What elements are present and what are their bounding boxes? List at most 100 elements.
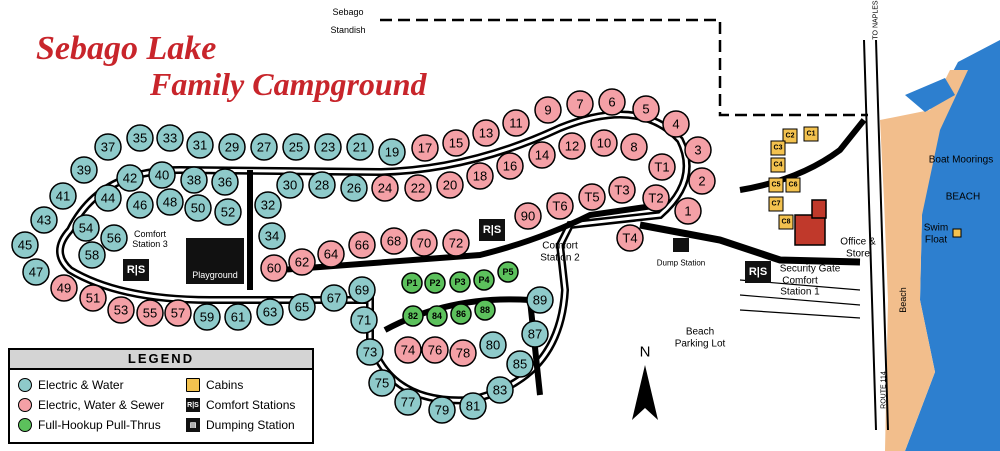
campsite-17[interactable]: 17 [411,134,439,162]
campsite-80[interactable]: 80 [479,331,507,359]
campsite-42[interactable]: 42 [116,164,144,192]
campsite-83[interactable]: 83 [486,376,514,404]
campsite-74[interactable]: 74 [394,336,422,364]
comfort-station-1-icon[interactable]: R|S [745,261,771,283]
campsite-53[interactable]: 53 [107,296,135,324]
campsite-82[interactable]: 82 [402,305,424,327]
campsite-55[interactable]: 55 [136,299,164,327]
campsite-30[interactable]: 30 [276,171,304,199]
campsite-39[interactable]: 39 [70,156,98,184]
campsite-65[interactable]: 65 [288,293,316,321]
campsite-64[interactable]: 64 [317,240,345,268]
campsite-77[interactable]: 77 [394,388,422,416]
campsite-73[interactable]: 73 [356,338,384,366]
campsite-15[interactable]: 15 [442,129,470,157]
campsite-63[interactable]: 63 [256,298,284,326]
campsite-72[interactable]: 72 [442,229,470,257]
campsite-86[interactable]: 86 [450,303,472,325]
campsite-T6[interactable]: T6 [546,192,574,220]
campsite-28[interactable]: 28 [308,171,336,199]
campsite-P3[interactable]: P3 [449,271,471,293]
campsite-54[interactable]: 54 [72,214,100,242]
campsite-24[interactable]: 24 [371,174,399,202]
campsite-44[interactable]: 44 [94,184,122,212]
campsite-46[interactable]: 46 [126,191,154,219]
campsite-10[interactable]: 10 [590,129,618,157]
campsite-T4[interactable]: T4 [616,224,644,252]
campsite-62[interactable]: 62 [288,248,316,276]
campsite-20[interactable]: 20 [436,171,464,199]
campsite-26[interactable]: 26 [340,174,368,202]
campsite-59[interactable]: 59 [193,303,221,331]
campsite-40[interactable]: 40 [148,161,176,189]
campsite-70[interactable]: 70 [410,229,438,257]
campsite-P2[interactable]: P2 [424,272,446,294]
campsite-T3[interactable]: T3 [608,176,636,204]
campsite-85[interactable]: 85 [506,350,534,378]
campsite-88[interactable]: 88 [474,299,496,321]
campsite-3[interactable]: 3 [684,136,712,164]
campsite-19[interactable]: 19 [378,138,406,166]
campsite-T2[interactable]: T2 [642,184,670,212]
campsite-23[interactable]: 23 [314,133,342,161]
campsite-66[interactable]: 66 [348,231,376,259]
campsite-45[interactable]: 45 [11,231,39,259]
campsite-12[interactable]: 12 [558,132,586,160]
campsite-87[interactable]: 87 [521,320,549,348]
campsite-84[interactable]: 84 [426,305,448,327]
campsite-43[interactable]: 43 [30,206,58,234]
campsite-T5[interactable]: T5 [578,183,606,211]
campsite-49[interactable]: 49 [50,274,78,302]
campsite-50[interactable]: 50 [184,194,212,222]
campsite-P1[interactable]: P1 [401,272,423,294]
campsite-31[interactable]: 31 [186,131,214,159]
campsite-34[interactable]: 34 [258,222,286,250]
campsite-33[interactable]: 33 [156,124,184,152]
campsite-35[interactable]: 35 [126,124,154,152]
campsite-69[interactable]: 69 [348,276,376,304]
campsite-P5[interactable]: P5 [497,261,519,283]
campsite-6[interactable]: 6 [598,88,626,116]
dump-station-icon[interactable] [673,238,689,252]
campsite-58[interactable]: 58 [78,241,106,269]
cabin-C7[interactable]: C7 [768,196,784,212]
campsite-18[interactable]: 18 [466,162,494,190]
campsite-47[interactable]: 47 [22,258,50,286]
campsite-32[interactable]: 32 [254,191,282,219]
campsite-81[interactable]: 81 [459,392,487,420]
campsite-38[interactable]: 38 [180,166,208,194]
campsite-90[interactable]: 90 [514,202,542,230]
campsite-14[interactable]: 14 [528,141,556,169]
campsite-22[interactable]: 22 [404,174,432,202]
campsite-16[interactable]: 16 [496,152,524,180]
campsite-41[interactable]: 41 [49,182,77,210]
campsite-11[interactable]: 11 [502,109,530,137]
campsite-78[interactable]: 78 [449,339,477,367]
cabin-C5[interactable]: C5 [768,177,784,193]
playground-icon[interactable]: Playground [186,238,244,284]
cabin-C4[interactable]: C4 [770,157,786,173]
campsite-89[interactable]: 89 [526,286,554,314]
campsite-56[interactable]: 56 [100,224,128,252]
campsite-57[interactable]: 57 [164,299,192,327]
campsite-7[interactable]: 7 [566,90,594,118]
campsite-29[interactable]: 29 [218,133,246,161]
campsite-25[interactable]: 25 [282,133,310,161]
campsite-60[interactable]: 60 [260,254,288,282]
campsite-67[interactable]: 67 [320,284,348,312]
cabin-C6[interactable]: C6 [785,177,801,193]
comfort-station-3-icon[interactable]: R|S [123,259,149,281]
cabin-C2[interactable]: C2 [782,128,798,144]
campsite-8[interactable]: 8 [620,133,648,161]
comfort-station-2-icon[interactable]: R|S [479,219,505,241]
campsite-68[interactable]: 68 [380,227,408,255]
campsite-36[interactable]: 36 [211,168,239,196]
campsite-T1[interactable]: T1 [648,153,676,181]
campsite-71[interactable]: 71 [350,306,378,334]
campsite-76[interactable]: 76 [421,336,449,364]
campsite-27[interactable]: 27 [250,133,278,161]
campsite-61[interactable]: 61 [224,303,252,331]
campsite-48[interactable]: 48 [156,188,184,216]
campsite-75[interactable]: 75 [368,369,396,397]
campsite-9[interactable]: 9 [534,96,562,124]
